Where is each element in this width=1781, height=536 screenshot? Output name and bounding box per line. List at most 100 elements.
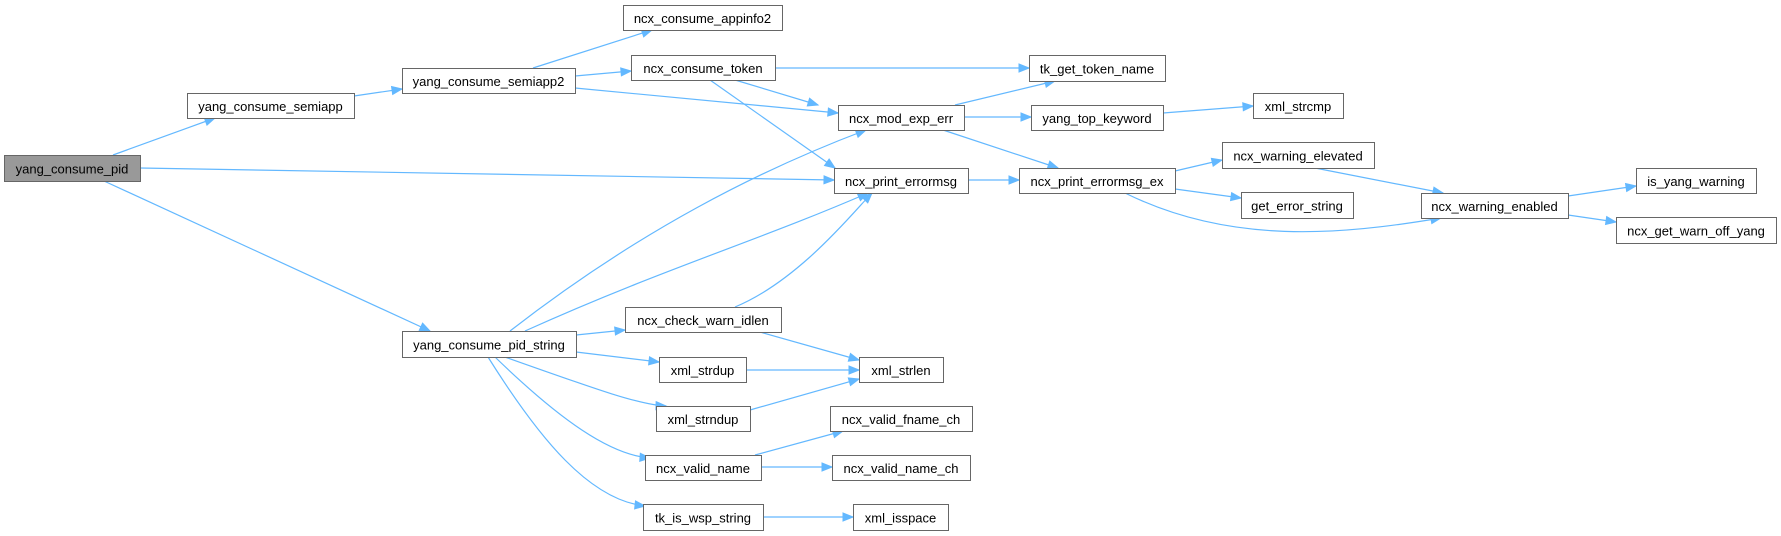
edge-line	[1124, 192, 1442, 233]
node-box[interactable]	[859, 357, 944, 383]
edge-ncx_valid_name-to-ncx_valid_name_ch	[761, 462, 834, 472]
edge-xml_strdup-to-xml_strlen	[746, 365, 861, 375]
edge-yang_consume_pid_string-to-ncx_mod_exp_err	[509, 129, 868, 332]
node-is_yang_warning[interactable]: is_yang_warning	[1636, 168, 1757, 194]
edge-line	[524, 192, 869, 332]
edge-ncx_valid_name-to-ncx_valid_fname_ch	[754, 429, 845, 456]
edge-line	[954, 80, 1056, 106]
edge-line	[532, 29, 653, 69]
arrowhead-icon	[634, 500, 647, 510]
node-tk_get_token_name[interactable]: tk_get_token_name	[1029, 55, 1166, 82]
node-box[interactable]	[1421, 193, 1569, 219]
node-box[interactable]	[643, 504, 764, 531]
node-label: ncx_check_warn_idlen	[637, 313, 769, 328]
edge-line	[1314, 167, 1444, 194]
edge-yang_consume_pid-to-yang_consume_semiapp	[112, 117, 217, 156]
node-yang_top_keyword[interactable]: yang_top_keyword	[1031, 105, 1164, 131]
edge-line	[487, 356, 646, 507]
arrowhead-icon	[842, 512, 855, 522]
node-box[interactable]	[832, 455, 971, 481]
arrowhead-icon	[1624, 182, 1638, 193]
node-get_error_string[interactable]: get_error_string	[1241, 192, 1354, 219]
edge-line	[574, 87, 839, 114]
node-box[interactable]	[1031, 105, 1164, 131]
node-ncx_valid_name[interactable]: ncx_valid_name	[645, 455, 762, 481]
edge-yang_consume_pid_string-to-ncx_valid_name	[494, 356, 652, 462]
arrowhead-icon	[1008, 175, 1021, 185]
edge-line	[1162, 105, 1254, 114]
node-box[interactable]	[656, 406, 751, 432]
node-tk_is_wsp_string[interactable]: tk_is_wsp_string	[643, 504, 764, 531]
node-box[interactable]	[830, 406, 973, 432]
node-box[interactable]	[625, 307, 782, 333]
node-box[interactable]	[1253, 93, 1344, 119]
edge-line	[575, 351, 660, 363]
node-box[interactable]	[4, 155, 141, 182]
node-ncx_consume_token[interactable]: ncx_consume_token	[631, 55, 776, 81]
node-box[interactable]	[1241, 192, 1354, 219]
node-ncx_warning_elevated[interactable]: ncx_warning_elevated	[1222, 142, 1375, 169]
arrowhead-icon	[1229, 191, 1243, 202]
node-label: ncx_valid_name	[656, 461, 750, 476]
node-label: xml_strcmp	[1265, 99, 1331, 114]
node-box[interactable]	[645, 455, 762, 481]
edge-line	[1567, 185, 1637, 197]
node-box[interactable]	[1636, 168, 1757, 194]
edge-line	[734, 79, 819, 106]
edge-ncx_consume_token-to-tk_get_token_name	[775, 63, 1031, 73]
node-ncx_print_errormsg[interactable]: ncx_print_errormsg	[834, 168, 969, 194]
node-label: get_error_string	[1251, 199, 1343, 214]
node-box[interactable]	[631, 55, 776, 81]
node-ncx_consume_appinfo2[interactable]: ncx_consume_appinfo2	[623, 5, 783, 31]
node-box[interactable]	[187, 93, 355, 119]
arrowhead-icon	[390, 85, 404, 96]
node-box[interactable]	[838, 105, 965, 131]
node-yang_consume_pid_string[interactable]: yang_consume_pid_string	[402, 331, 577, 358]
edge-ncx_warning_elevated-to-ncx_warning_enabled	[1314, 167, 1445, 196]
node-box[interactable]	[623, 5, 783, 31]
edge-ncx_warning_enabled-to-ncx_get_warn_off_yang	[1567, 214, 1618, 226]
node-xml_strlen[interactable]: xml_strlen	[859, 357, 944, 383]
node-xml_isspace[interactable]: xml_isspace	[853, 504, 949, 531]
node-xml_strdup[interactable]: xml_strdup	[659, 357, 747, 383]
edge-ncx_mod_exp_err-to-yang_top_keyword	[964, 112, 1033, 122]
node-box[interactable]	[1019, 168, 1176, 194]
nodes-layer: yang_consume_pidyang_consume_semiappyang…	[4, 5, 1777, 531]
node-box[interactable]	[853, 504, 949, 531]
arrowhead-icon	[806, 97, 820, 107]
arrowhead-icon	[827, 107, 840, 117]
node-label: ncx_print_errormsg	[845, 174, 957, 189]
edge-line	[1174, 188, 1242, 199]
edge-line	[509, 129, 867, 332]
node-box[interactable]	[402, 68, 576, 94]
node-yang_consume_semiapp[interactable]: yang_consume_semiapp	[187, 93, 355, 119]
arrowhead-icon	[848, 365, 861, 375]
node-xml_strcmp[interactable]: xml_strcmp	[1253, 93, 1344, 119]
node-box[interactable]	[1029, 55, 1166, 82]
node-label: ncx_print_errormsg_ex	[1031, 174, 1164, 189]
edge-yang_consume_pid_string-to-tk_is_wsp_string	[487, 356, 647, 510]
node-box[interactable]	[402, 331, 577, 358]
node-ncx_valid_name_ch[interactable]: ncx_valid_name_ch	[832, 455, 971, 481]
node-box[interactable]	[1222, 142, 1375, 169]
node-ncx_warning_enabled[interactable]: ncx_warning_enabled	[1421, 193, 1569, 219]
node-box[interactable]	[1616, 217, 1777, 244]
node-label: ncx_get_warn_off_yang	[1627, 224, 1765, 239]
arrowhead-icon	[1210, 157, 1224, 168]
node-ncx_print_errormsg_ex[interactable]: ncx_print_errormsg_ex	[1019, 168, 1176, 194]
node-ncx_get_warn_off_yang[interactable]: ncx_get_warn_off_yang	[1616, 217, 1777, 244]
node-label: ncx_mod_exp_err	[849, 111, 954, 126]
node-box[interactable]	[834, 168, 969, 194]
node-xml_strndup[interactable]: xml_strndup	[656, 406, 751, 432]
arrowhead-icon	[1242, 102, 1255, 112]
edges-layer	[103, 28, 1638, 522]
node-yang_consume_pid[interactable]: yang_consume_pid	[4, 155, 141, 182]
node-ncx_valid_fname_ch[interactable]: ncx_valid_fname_ch	[830, 406, 973, 432]
edge-yang_consume_pid_string-to-xml_strndup	[504, 356, 668, 411]
node-yang_consume_semiapp2[interactable]: yang_consume_semiapp2	[402, 68, 576, 94]
node-box[interactable]	[659, 357, 747, 383]
edge-line	[139, 167, 835, 181]
node-ncx_check_warn_idlen[interactable]: ncx_check_warn_idlen	[625, 307, 782, 333]
node-ncx_mod_exp_err[interactable]: ncx_mod_exp_err	[838, 105, 965, 131]
